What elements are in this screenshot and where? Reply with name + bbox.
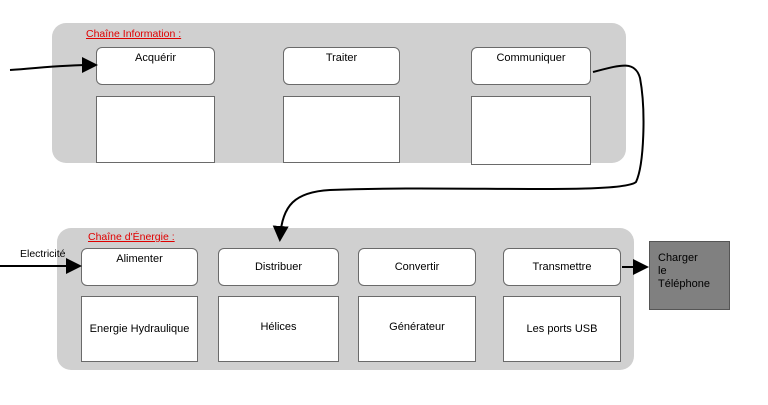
output-line-2: le bbox=[658, 265, 667, 277]
output-charger-telephone: Charger le Téléphone bbox=[649, 241, 730, 310]
step-distribuer: Distribuer bbox=[218, 248, 339, 286]
arrow-into-acquerir bbox=[9, 57, 98, 74]
output-line-3: Téléphone bbox=[658, 278, 710, 290]
step-convertir-detail: Générateur bbox=[358, 296, 476, 362]
step-acquerir: Acquérir bbox=[96, 47, 215, 85]
output-line-1: Charger bbox=[658, 252, 698, 264]
electricity-input-label: Electricité bbox=[20, 248, 66, 260]
step-transmettre-detail: Les ports USB bbox=[503, 296, 621, 362]
step-communiquer-detail bbox=[471, 96, 591, 165]
step-distribuer-detail: Hélices bbox=[218, 296, 339, 362]
step-alimenter-detail: Energie Hydraulique bbox=[81, 296, 198, 362]
step-acquerir-detail bbox=[96, 96, 215, 163]
step-traiter: Traiter bbox=[283, 47, 400, 85]
step-communiquer: Communiquer bbox=[471, 47, 591, 85]
information-chain-title: Chaîne Information : bbox=[86, 28, 182, 40]
step-traiter-detail bbox=[283, 96, 400, 163]
arrow-communiquer-to-distribuer bbox=[272, 64, 645, 242]
step-convertir: Convertir bbox=[358, 248, 476, 286]
energy-chain-title: Chaîne d'Énergie : bbox=[88, 231, 175, 243]
step-transmettre: Transmettre bbox=[503, 248, 621, 286]
step-alimenter: Alimenter bbox=[81, 248, 198, 286]
